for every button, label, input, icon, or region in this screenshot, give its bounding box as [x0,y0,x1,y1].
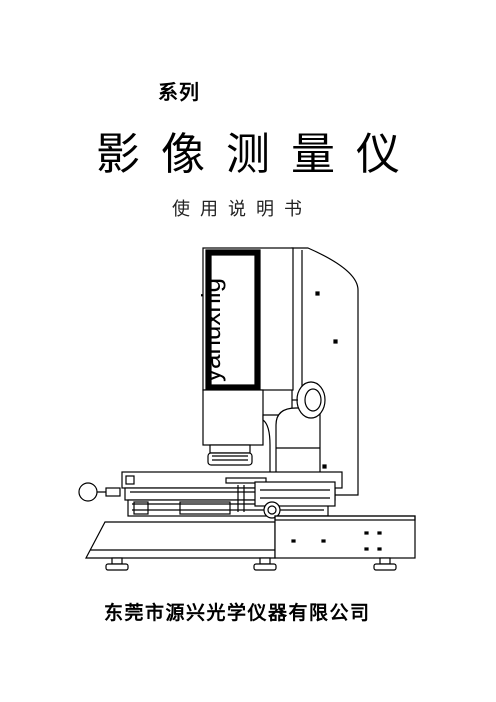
y-axis-knob [263,501,281,519]
brand-text: yanuxnig [196,278,226,382]
series-label: 系列 [158,80,200,104]
product-title: 影像测量仪 [96,129,421,180]
x-axis-dial [78,482,98,502]
company-name: 东莞市源兴光学仪器有限公司 [104,602,371,624]
machine-feet [105,557,397,571]
manual-subtitle: 使用说明书 [172,199,312,220]
lens [207,452,253,466]
machine-base [85,521,276,559]
measuring-machine-illustration: yanuxnig [78,247,416,571]
